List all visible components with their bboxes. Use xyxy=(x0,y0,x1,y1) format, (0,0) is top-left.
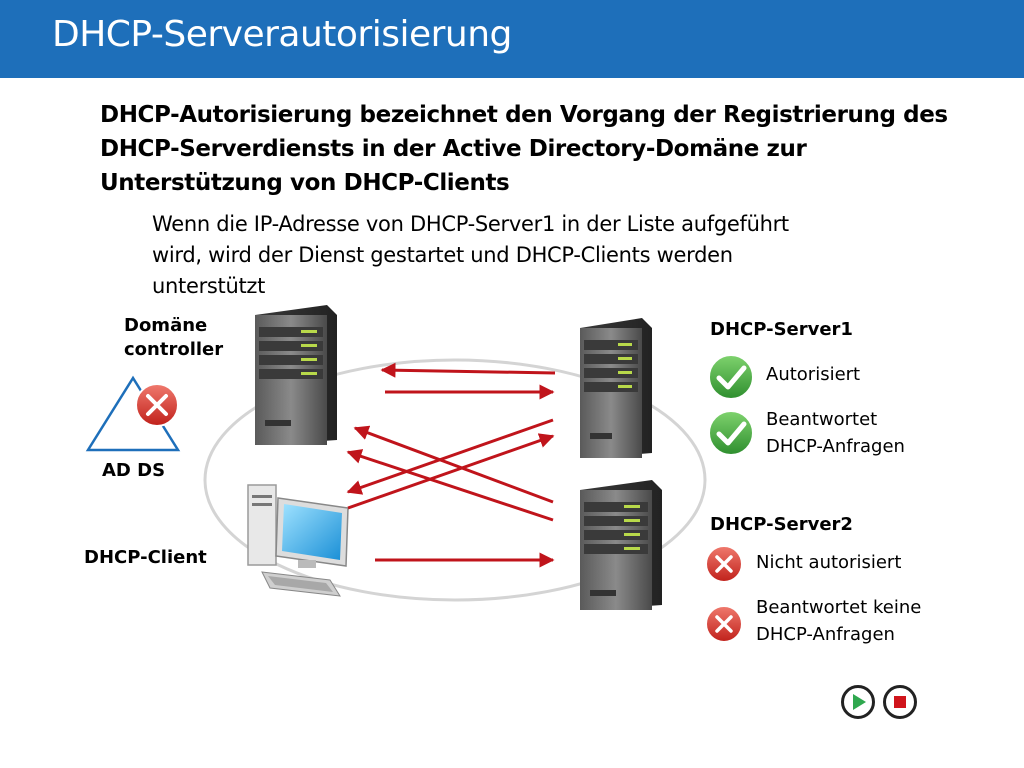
arrow-server2-to-dc-2 xyxy=(346,449,554,522)
server2-label: DHCP-Server2 xyxy=(710,514,853,535)
slide-title: DHCP-Serverautorisierung xyxy=(52,14,512,55)
arrow-server1-to-dc-2 xyxy=(346,418,554,495)
server1-status-answers-2: DHCP-Anfragen xyxy=(766,436,905,457)
cross-icon xyxy=(135,383,179,427)
server2-status-no-answer-1: Beantwortet keine xyxy=(756,597,922,618)
cross-icon xyxy=(705,545,743,583)
server-icon xyxy=(255,305,337,445)
arrow-server1-to-dc-1 xyxy=(380,362,556,378)
server1-status-authorized: Autorisiert xyxy=(766,364,861,385)
server-icon xyxy=(580,480,662,610)
sub-text: Wenn die IP-Adresse von DHCP-Server1 in … xyxy=(152,212,789,298)
server1-label: DHCP-Server1 xyxy=(710,319,853,340)
arrow-dc-to-server1-2 xyxy=(347,433,555,510)
title-bar xyxy=(0,0,1024,78)
desktop-computer-icon xyxy=(247,484,349,597)
domain-controller-label-1: Domäne xyxy=(124,315,208,336)
server-icon xyxy=(580,318,652,458)
ad-ds-label: AD DS xyxy=(102,460,166,481)
check-icon xyxy=(708,354,754,400)
stop-button[interactable] xyxy=(883,685,917,719)
network-ellipse xyxy=(203,358,707,602)
server1-status-answers-1: Beantwortet xyxy=(766,409,878,430)
check-icon xyxy=(708,410,754,456)
server2-status-no-answer-2: DHCP-Anfragen xyxy=(756,624,895,645)
stop-icon xyxy=(894,696,906,708)
domain-controller-label-2: controller xyxy=(124,339,224,360)
dhcp-client-label: DHCP-Client xyxy=(84,547,207,568)
lead-text: DHCP-Autorisierung bezeichnet den Vorgan… xyxy=(100,102,948,196)
play-icon xyxy=(853,694,866,710)
cross-icon xyxy=(705,605,743,643)
play-button[interactable] xyxy=(841,685,875,719)
arrow-server2-to-dc-1 xyxy=(353,425,554,504)
server2-status-not-authorized: Nicht autorisiert xyxy=(756,552,902,573)
